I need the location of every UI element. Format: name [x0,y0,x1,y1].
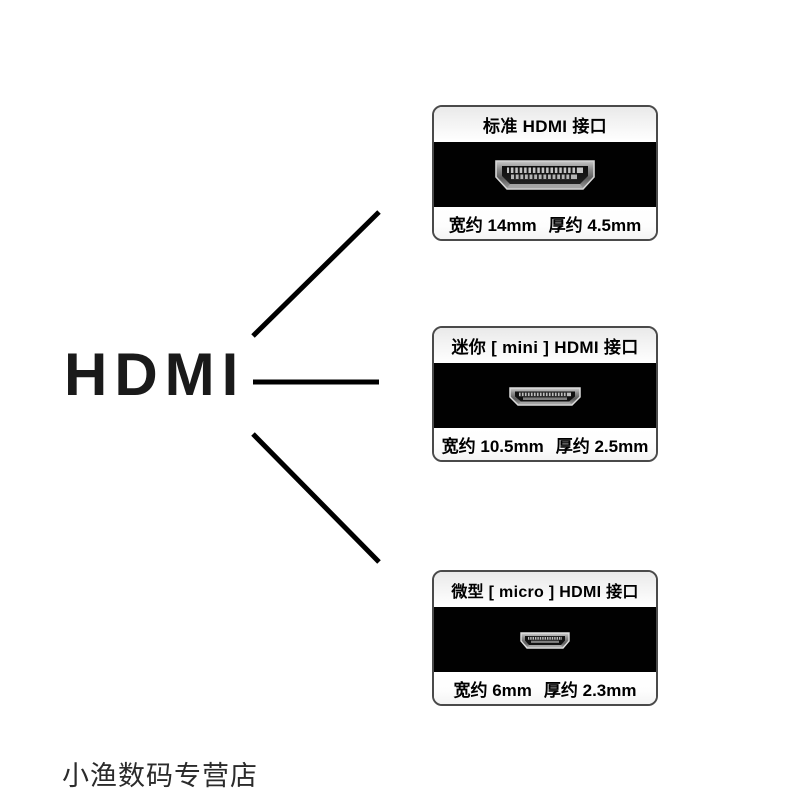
panel-width-standard: 宽约 14mm [448,215,537,235]
panel-standard-hdmi[interactable]: 标准 HDMI 接口 [432,105,658,241]
panel-width-mini: 宽约 10.5mm [441,436,544,456]
panel-title-standard: 标准 HDMI 接口 [434,107,656,142]
store-watermark: 小渔数码专营店 [62,761,258,792]
panel-image-standard [434,142,656,207]
micro-hdmi-port-icon [520,631,570,649]
panel-title-mini: 迷你 [ mini ] HDMI 接口 [434,328,656,363]
mini-hdmi-port-icon [509,386,581,406]
connector-line-micro [251,432,381,564]
panel-caption-micro: 宽约 6mm 厚约 2.3mm [434,672,656,704]
panel-caption-mini: 宽约 10.5mm 厚约 2.5mm [434,428,656,460]
panel-width-micro: 宽约 6mm [453,680,532,700]
panel-micro-hdmi[interactable]: 微型 [ micro ] HDMI 接口 [432,570,658,706]
panel-thickness-mini: 厚约 2.5mm [555,436,649,456]
panel-image-mini [434,363,656,428]
panel-thickness-standard: 厚约 4.5mm [548,215,642,235]
standard-hdmi-port-icon [495,159,595,190]
panel-image-micro [434,607,656,672]
connector-line-standard [251,210,381,338]
panel-thickness-micro: 厚约 2.3mm [543,680,637,700]
panel-mini-hdmi[interactable]: 迷你 [ mini ] HDMI 接口 [432,326,658,462]
panel-caption-standard: 宽约 14mm 厚约 4.5mm [434,207,656,239]
root-label-hdmi: HDMI [64,341,246,408]
panel-title-micro: 微型 [ micro ] HDMI 接口 [434,572,656,607]
